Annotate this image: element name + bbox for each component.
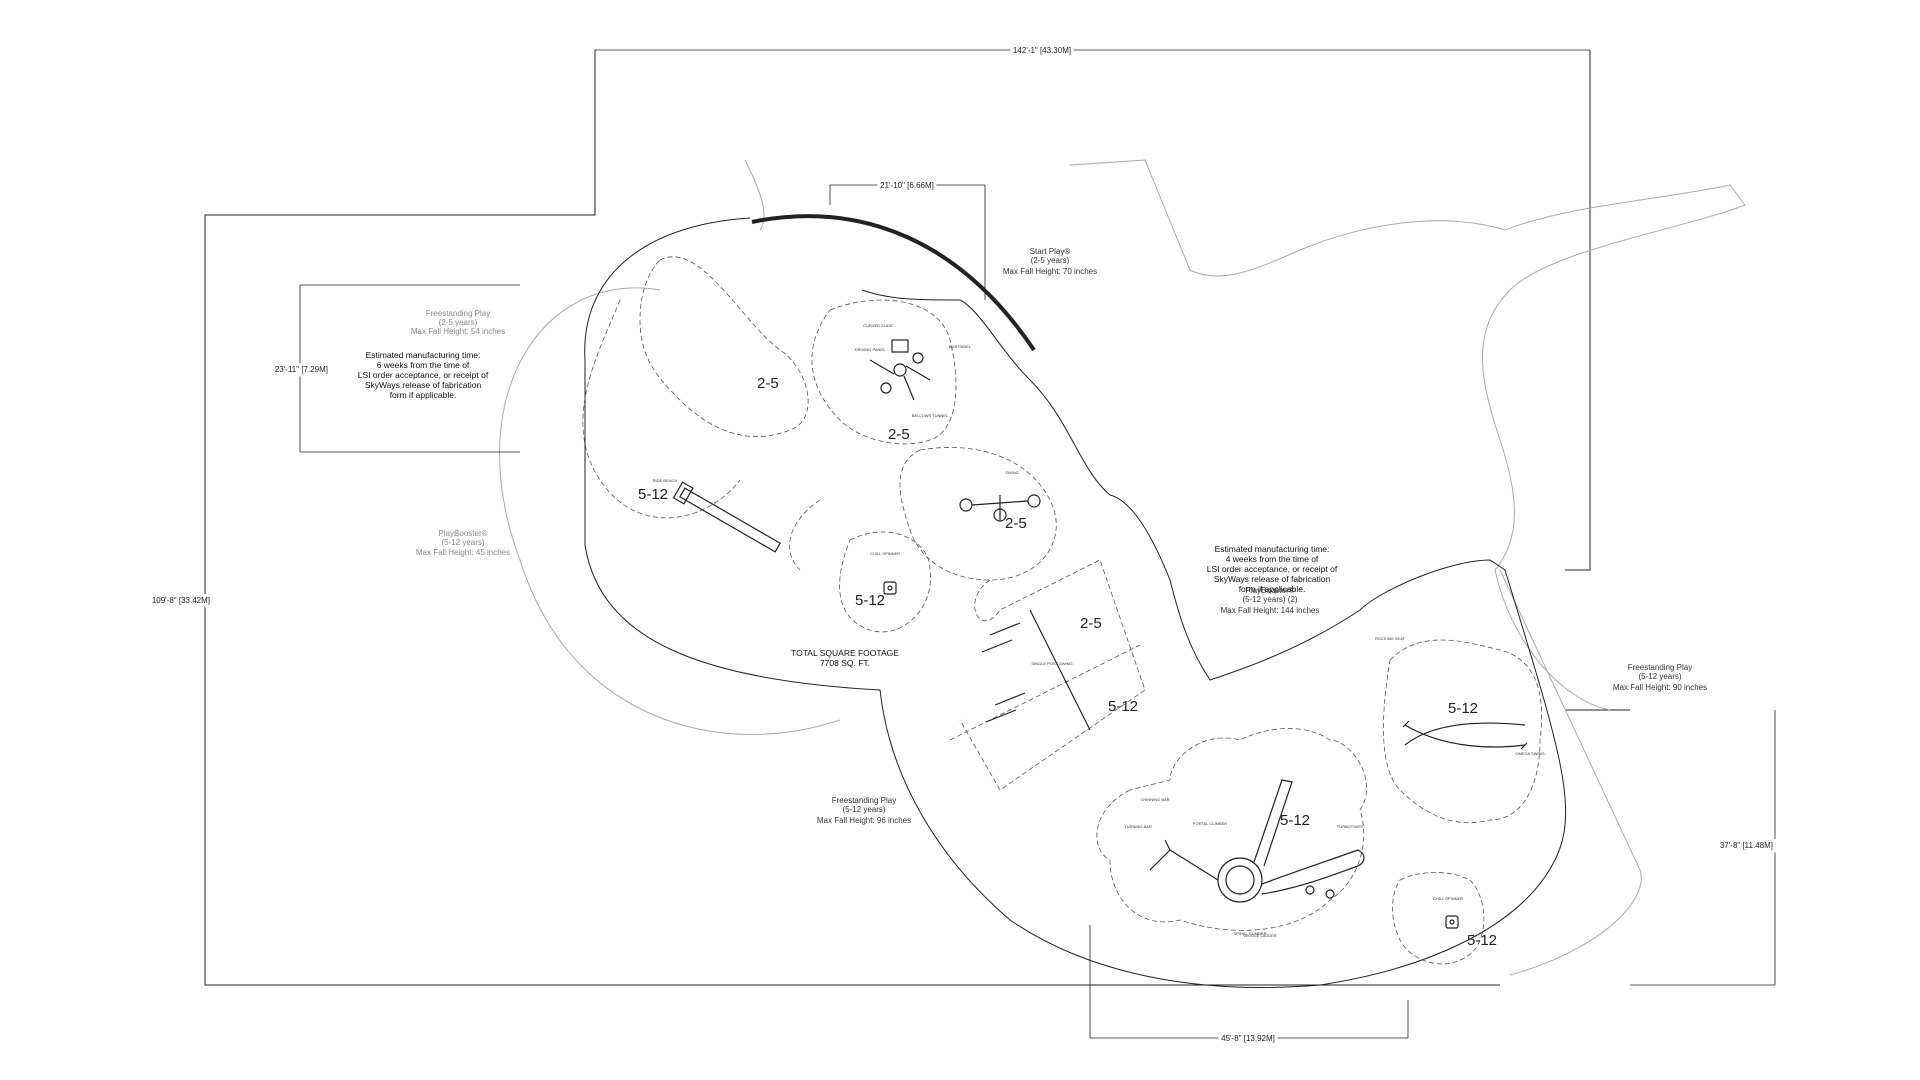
omega-swing-5-12	[1402, 720, 1528, 750]
svg-text:CURVED SLIDE: CURVED SLIDE	[863, 323, 893, 328]
note-freestanding-bottom: Freestanding Play (5-12 years) Max Fall …	[817, 796, 911, 825]
estimate-left: Estimated manufacturing time: 6 weeks fr…	[358, 350, 489, 400]
equipment-labels: CURVED SLIDE DRIVING PANEL BUS PANEL BEL…	[653, 323, 1545, 938]
background-outline	[499, 159, 1746, 976]
total-square-footage: TOTAL SQUARE FOOTAGE 7708 SQ. FT.	[791, 648, 899, 668]
svg-text:form if applicable.: form if applicable.	[390, 390, 457, 400]
svg-text:form if applicable.: form if applicable.	[1239, 584, 1306, 594]
property-boundary	[204, 50, 1630, 986]
spring-riders-2-5	[959, 494, 1041, 522]
svg-text:Estimated manufacturing time:: Estimated manufacturing time:	[366, 350, 481, 360]
svg-text:4 weeks from the time of: 4 weeks from the time of	[1226, 554, 1319, 564]
svg-text:(2-5 years): (2-5 years)	[1031, 256, 1070, 265]
zone-boundaries	[582, 256, 1542, 965]
svg-text:CHILL SPINNER: CHILL SPINNER	[1433, 896, 1463, 901]
svg-text:Max Fall Height: 54 inches: Max Fall Height: 54 inches	[411, 327, 505, 336]
svg-text:SPIRAL CLIMBER: SPIRAL CLIMBER	[1234, 931, 1267, 936]
svg-text:ROCKING SEAT: ROCKING SEAT	[1375, 636, 1405, 641]
svg-text:OMEGA SWING: OMEGA SWING	[1515, 751, 1544, 756]
rooftop-structure-2-5	[869, 339, 931, 401]
zone-label: 2-5	[888, 426, 910, 443]
svg-text:WIGGLE LADDER: WIGGLE LADDER	[1243, 933, 1276, 938]
svg-text:PORTAL CLIMBER: PORTAL CLIMBER	[1193, 821, 1227, 826]
svg-text:(5-12 years): (5-12 years)	[441, 538, 484, 547]
equipment	[672, 339, 1528, 929]
zone-label: 5-12	[1280, 812, 1310, 829]
svg-text:CHINNING BAR: CHINNING BAR	[1140, 797, 1169, 802]
note-freestanding-right: Freestanding Play (5-12 years) Max Fall …	[1613, 663, 1707, 692]
zone-label: 2-5	[1080, 615, 1102, 632]
svg-text:(5-12 years): (5-12 years)	[1638, 672, 1681, 681]
zone-label: 5-12	[1108, 698, 1138, 715]
swing-frames	[981, 609, 1091, 731]
note-playbooster-left: PlayBooster® (5-12 years) Max Fall Heigh…	[416, 529, 510, 557]
svg-text:(5-12 years): (5-12 years)	[842, 805, 885, 814]
note-playbooster-center: PlayBooster® (5-12 years) (2) Max Fall H…	[1221, 586, 1320, 615]
svg-text:LSI order acceptance, or recei: LSI order acceptance, or receipt of	[358, 370, 489, 380]
spinner-5-12-right	[1445, 915, 1459, 929]
dimension-right: 37'-8" [11.48M]	[1720, 841, 1773, 850]
dimension-lines	[204, 49, 1776, 1039]
dimension-bottom: 45'-8" [13.92M]	[1221, 1034, 1275, 1043]
svg-text:(5-12 years) (2): (5-12 years) (2)	[1242, 595, 1297, 604]
svg-text:DRIVING PANEL: DRIVING PANEL	[855, 347, 886, 352]
zone-label: 5-12	[638, 486, 668, 503]
zone-label: 2-5	[1005, 515, 1027, 532]
svg-text:Start Play®: Start Play®	[1030, 247, 1071, 256]
svg-text:7708 SQ. FT.: 7708 SQ. FT.	[820, 658, 870, 668]
svg-text:Max Fall Height: 96 inches: Max Fall Height: 96 inches	[817, 816, 911, 825]
svg-text:SkyWays release of fabrication: SkyWays release of fabrication	[365, 380, 482, 390]
note-freestanding-tl: Freestanding Play (2-5 years) Max Fall H…	[411, 309, 505, 336]
svg-text:Freestanding Play: Freestanding Play	[832, 796, 896, 805]
svg-text:BUS PANEL: BUS PANEL	[949, 344, 972, 349]
svg-text:TOTAL SQUARE FOOTAGE: TOTAL SQUARE FOOTAGE	[791, 648, 899, 658]
spinner-5-12-left	[883, 581, 897, 595]
zone-label: 5-12	[1448, 700, 1478, 717]
svg-text:Freestanding Play: Freestanding Play	[1628, 663, 1692, 672]
zone-label: 5-12	[1467, 932, 1497, 949]
arc-edge	[751, 214, 1036, 352]
svg-text:BELLOWS TUNNEL: BELLOWS TUNNEL	[912, 413, 949, 418]
svg-text:6 weeks from the time of: 6 weeks from the time of	[377, 360, 470, 370]
svg-text:(2-5 years): (2-5 years)	[439, 318, 478, 327]
dimension-arc: 21'-10" [6.66M]	[880, 181, 934, 190]
svg-text:SINGLE POST SWING: SINGLE POST SWING	[1031, 661, 1072, 666]
svg-text:SWING: SWING	[1005, 470, 1019, 475]
svg-text:PlayBooster®: PlayBooster®	[1245, 586, 1294, 595]
dimension-inner-left: 23'-11" [7.29M]	[275, 365, 328, 374]
svg-text:SkyWays release of fabrication: SkyWays release of fabrication	[1214, 574, 1331, 584]
estimate-center: Estimated manufacturing time: 4 weeks fr…	[1207, 544, 1338, 594]
svg-text:PlayBooster®: PlayBooster®	[438, 529, 487, 538]
svg-text:Estimated manufacturing time:: Estimated manufacturing time:	[1215, 544, 1330, 554]
svg-text:Max Fall Height: 70 inches: Max Fall Height: 70 inches	[1003, 267, 1097, 276]
svg-text:Max Fall Height: 90 inches: Max Fall Height: 90 inches	[1613, 683, 1707, 692]
svg-text:TURNING BAR: TURNING BAR	[1124, 824, 1152, 829]
svg-text:LSI order acceptance, or recei: LSI order acceptance, or receipt of	[1207, 564, 1338, 574]
svg-text:RIDE BENCH: RIDE BENCH	[653, 478, 678, 483]
play-area-outline	[584, 214, 1567, 988]
bench-5-12	[672, 481, 781, 553]
dimension-top: 142'-1" [43.30M]	[1013, 46, 1071, 55]
zone-label: 5-12	[855, 592, 885, 609]
note-start-play: Start Play® (2-5 years) Max Fall Height:…	[1003, 247, 1097, 276]
composite-structure-5-12	[1149, 779, 1365, 903]
zone-label: 2-5	[757, 375, 779, 392]
svg-text:CHILL SPINNER: CHILL SPINNER	[870, 551, 900, 556]
svg-text:Freestanding Play: Freestanding Play	[426, 309, 490, 318]
svg-text:TURBOTWIST: TURBOTWIST	[1337, 824, 1364, 829]
svg-text:Max Fall Height: 144 inches: Max Fall Height: 144 inches	[1221, 606, 1320, 615]
dimension-left: 109'-8" [33.42M]	[152, 596, 210, 605]
svg-text:Max Fall Height: 45 inches: Max Fall Height: 45 inches	[416, 548, 510, 557]
